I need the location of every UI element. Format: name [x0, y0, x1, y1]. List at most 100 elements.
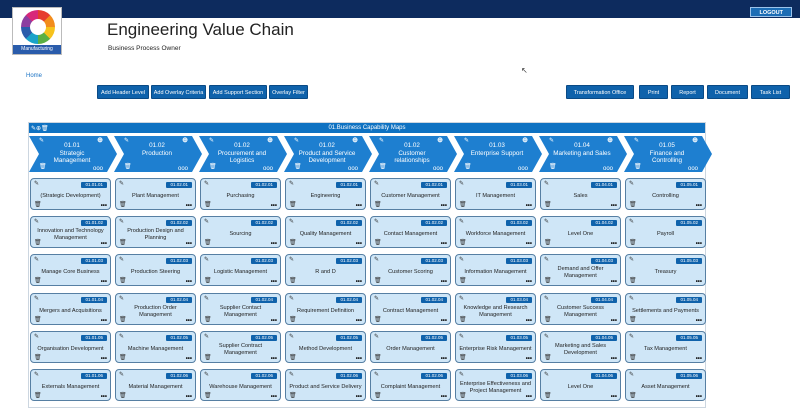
plus-icon[interactable]: ⊕ [352, 137, 358, 144]
edit-icon[interactable]: ✎ [374, 219, 380, 225]
edit-icon[interactable]: ✎ [629, 296, 635, 302]
trash-icon[interactable]: 🗑 [629, 202, 637, 208]
add-support-section-button[interactable]: Add Support Section [209, 85, 267, 99]
trash-icon[interactable]: 🗑 [34, 355, 42, 361]
more-dots-icon[interactable]: ••• [695, 279, 702, 285]
edit-icon[interactable]: ✎ [294, 138, 300, 144]
edit-icon[interactable]: ✎ [544, 181, 550, 187]
trash-icon[interactable]: 🗑 [544, 202, 552, 208]
more-dots-icon[interactable]: ••• [525, 318, 532, 324]
more-dots-icon[interactable]: ••• [610, 356, 617, 362]
trash-icon[interactable]: 🗑 [379, 164, 387, 170]
trash-icon[interactable]: 🗑 [294, 164, 302, 170]
more-dots-icon[interactable]: ••• [525, 356, 532, 362]
edit-icon[interactable]: ✎ [629, 181, 635, 187]
more-dots-icon[interactable]: ••• [525, 394, 532, 400]
trash-icon[interactable]: 🗑 [119, 278, 127, 284]
more-dots-icon[interactable]: ooo [517, 166, 528, 172]
trash-icon[interactable]: 🗑 [459, 355, 467, 361]
more-dots-icon[interactable]: ••• [695, 318, 702, 324]
edit-icon[interactable]: ✎ [459, 257, 465, 263]
trash-icon[interactable]: 🗑 [544, 393, 552, 399]
edit-icon[interactable]: ✎ [34, 372, 40, 378]
more-dots-icon[interactable]: ••• [440, 394, 447, 400]
more-dots-icon[interactable]: ••• [610, 203, 617, 209]
trash-icon[interactable]: 🗑 [124, 164, 132, 170]
plus-icon[interactable]: ⊕ [607, 137, 613, 144]
more-dots-icon[interactable]: ••• [610, 318, 617, 324]
overlay-filter-button[interactable]: Overlay Filter [269, 85, 308, 99]
more-dots-icon[interactable]: ••• [525, 241, 532, 247]
trash-icon[interactable]: 🗑 [629, 317, 637, 323]
edit-icon[interactable]: ✎ [544, 334, 550, 340]
edit-icon[interactable]: ✎ [289, 372, 295, 378]
trash-icon[interactable]: 🗑 [374, 240, 382, 246]
add-overlay-criteria-button[interactable]: Add Overlay Criteria [151, 85, 206, 99]
more-dots-icon[interactable]: ••• [440, 356, 447, 362]
more-dots-icon[interactable]: ••• [440, 318, 447, 324]
more-dots-icon[interactable]: ooo [347, 166, 358, 172]
trash-icon[interactable]: 🗑 [204, 202, 212, 208]
trash-icon[interactable]: 🗑 [204, 317, 212, 323]
trash-icon[interactable]: 🗑 [464, 164, 472, 170]
trash-icon[interactable]: 🗑 [289, 393, 297, 399]
more-dots-icon[interactable]: ••• [185, 241, 192, 247]
edit-icon[interactable]: ✎ [119, 257, 125, 263]
trash-icon[interactable]: 🗑 [119, 240, 127, 246]
more-dots-icon[interactable]: ••• [185, 356, 192, 362]
edit-icon[interactable]: ✎ [289, 296, 295, 302]
edit-icon[interactable]: ✎ [544, 219, 550, 225]
trash-icon[interactable]: 🗑 [204, 240, 212, 246]
trash-icon[interactable]: 🗑 [34, 240, 42, 246]
more-dots-icon[interactable]: ooo [687, 166, 698, 172]
edit-icon[interactable]: ✎ [204, 257, 210, 263]
edit-icon[interactable]: ✎ [629, 257, 635, 263]
trash-icon[interactable]: 🗑 [544, 355, 552, 361]
edit-icon[interactable]: ✎ [39, 138, 45, 144]
more-dots-icon[interactable]: ••• [100, 241, 107, 247]
edit-icon[interactable]: ✎ [289, 219, 295, 225]
edit-icon[interactable]: ✎ [374, 257, 380, 263]
more-dots-icon[interactable]: ••• [270, 241, 277, 247]
trash-icon[interactable]: 🗑 [629, 393, 637, 399]
more-dots-icon[interactable]: ooo [177, 166, 188, 172]
edit-icon[interactable]: ✎ [204, 219, 210, 225]
edit-icon[interactable]: ✎ [204, 181, 210, 187]
board-edit-delete-icons[interactable]: ✎⊕🗑 [31, 126, 49, 132]
edit-icon[interactable]: ✎ [374, 334, 380, 340]
trash-icon[interactable]: 🗑 [544, 240, 552, 246]
logout-button[interactable]: LOGOUT [750, 7, 792, 17]
edit-icon[interactable]: ✎ [119, 181, 125, 187]
more-dots-icon[interactable]: ••• [270, 279, 277, 285]
more-dots-icon[interactable]: ••• [525, 279, 532, 285]
edit-icon[interactable]: ✎ [204, 334, 210, 340]
trash-icon[interactable]: 🗑 [289, 240, 297, 246]
more-dots-icon[interactable]: ooo [432, 166, 443, 172]
trash-icon[interactable]: 🗑 [119, 202, 127, 208]
trash-icon[interactable]: 🗑 [629, 278, 637, 284]
more-dots-icon[interactable]: ••• [440, 203, 447, 209]
more-dots-icon[interactable]: ••• [440, 279, 447, 285]
edit-icon[interactable]: ✎ [629, 219, 635, 225]
more-dots-icon[interactable]: ••• [695, 241, 702, 247]
